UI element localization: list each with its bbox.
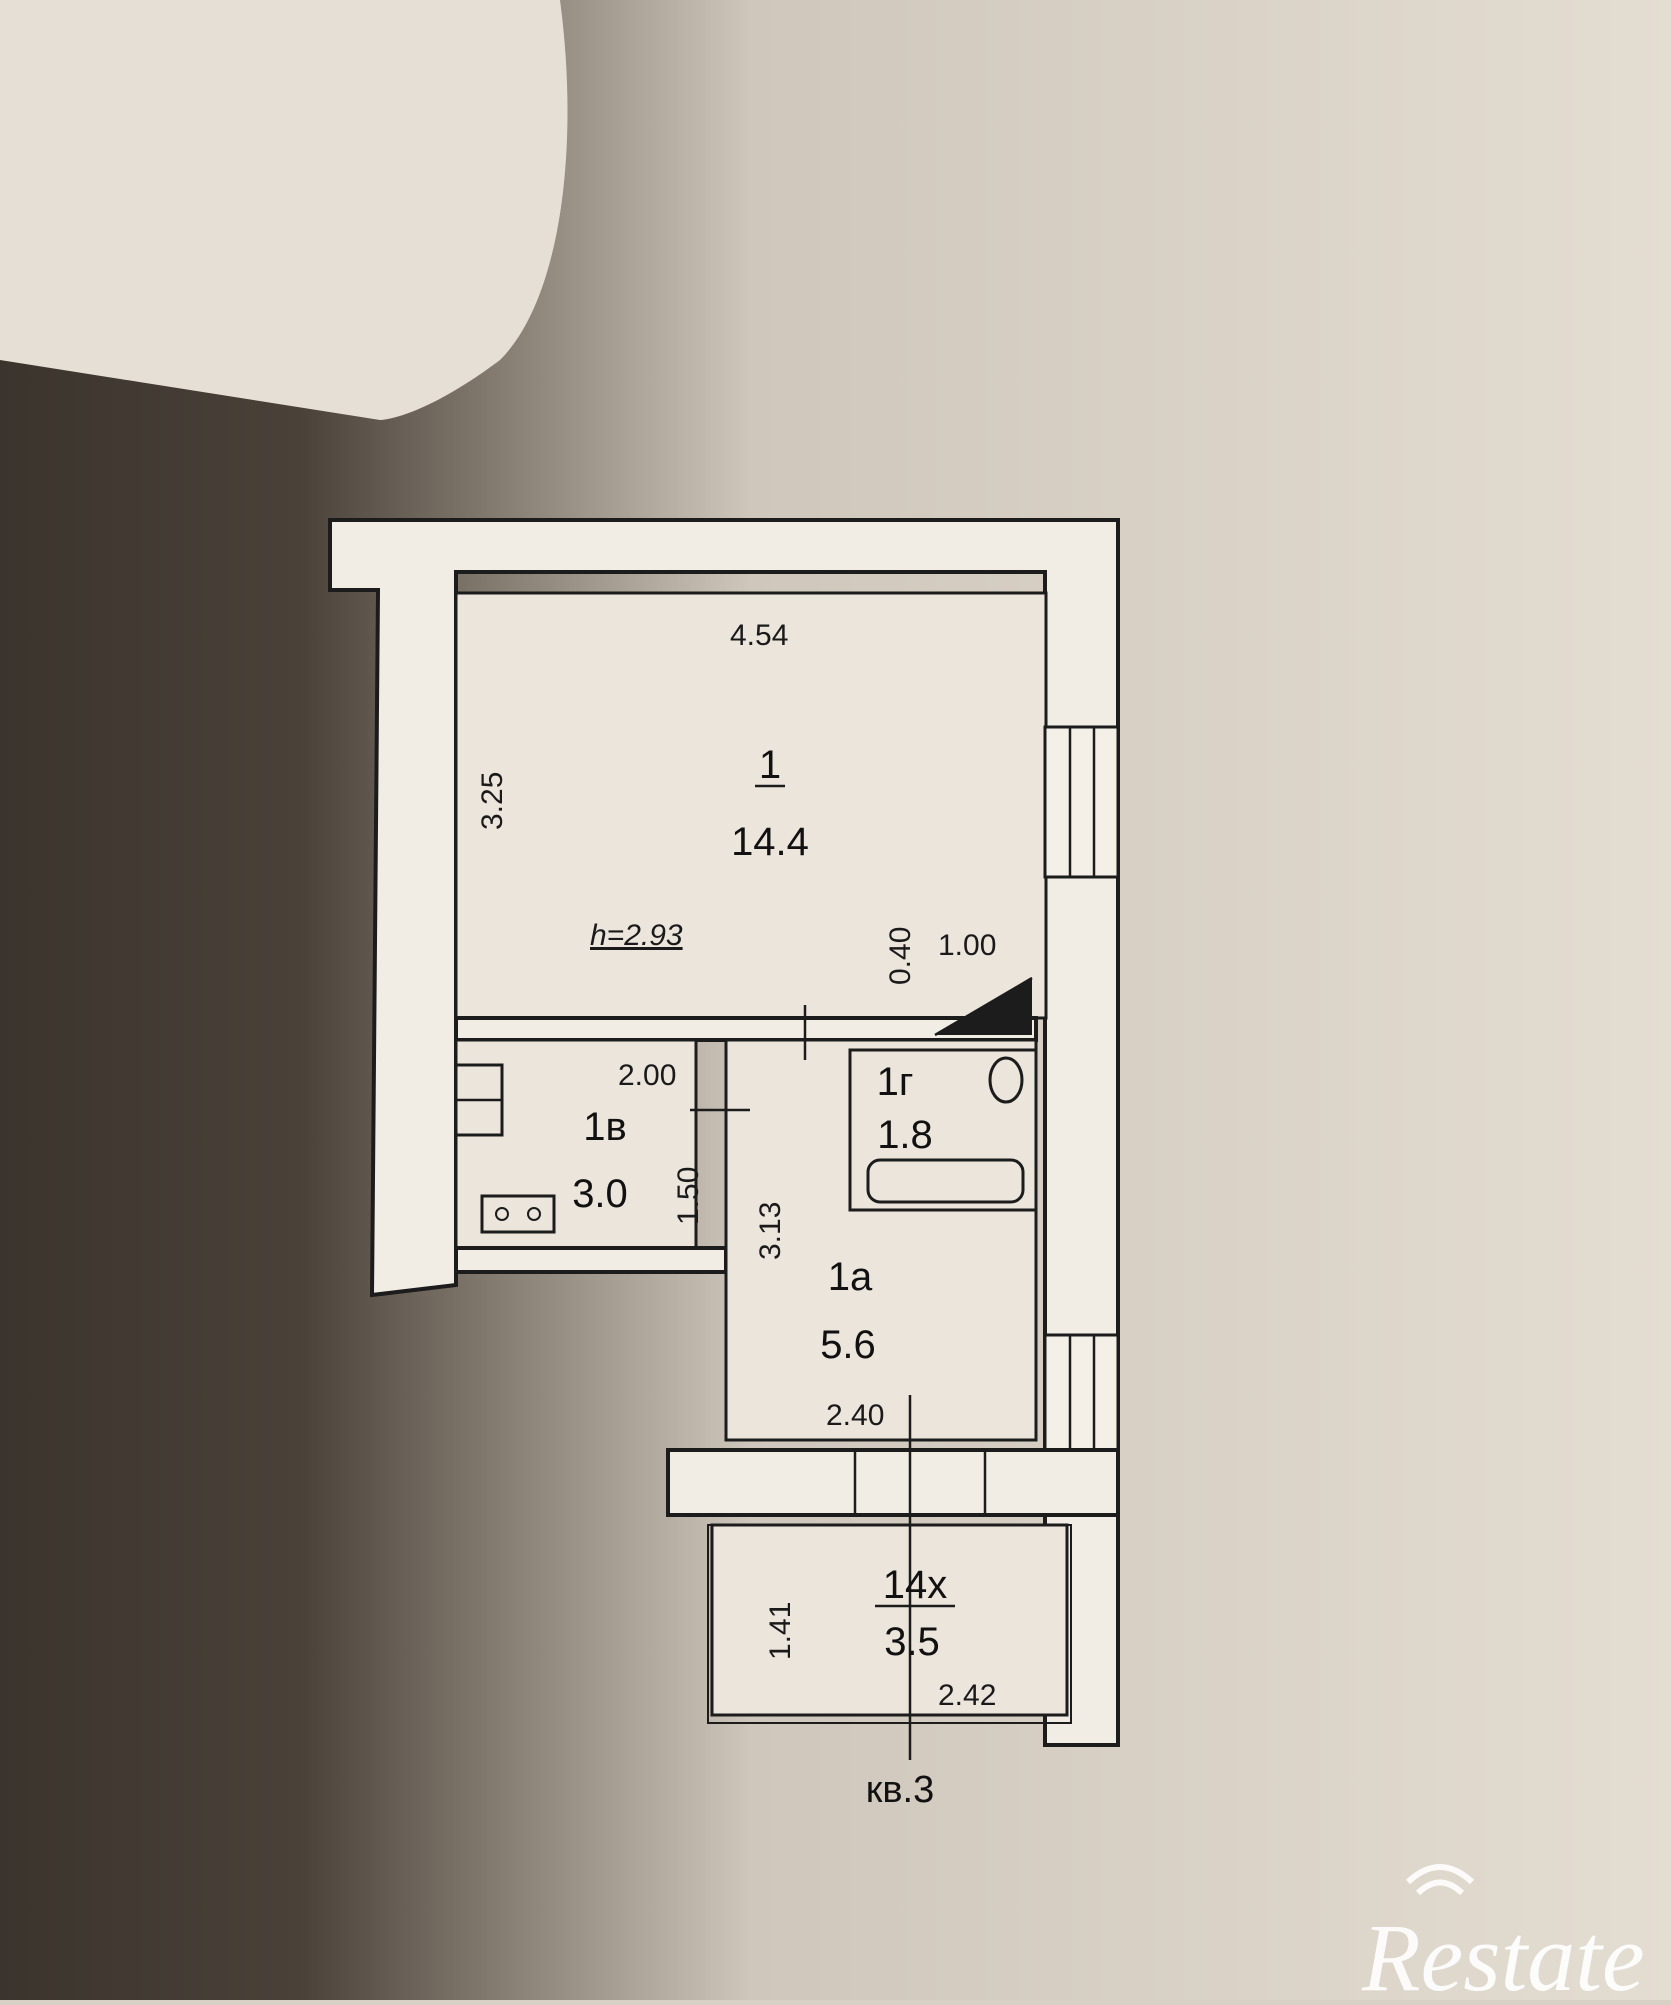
apartment-label: кв.3 bbox=[866, 1769, 935, 1811]
dim-hall-depth: 3.13 bbox=[754, 1202, 787, 1260]
room-1g bbox=[848, 1048, 1038, 1212]
room-1a-area: 5.6 bbox=[820, 1323, 876, 1367]
bathtub-icon bbox=[866, 1158, 1025, 1204]
ceiling-height: h=2.93 bbox=[590, 919, 683, 952]
dim-room1-depth: 3.25 bbox=[476, 772, 509, 830]
dim-niche-depth: 0.40 bbox=[884, 927, 917, 985]
room-1a-number: 1а bbox=[828, 1255, 873, 1299]
room-1-number: 1 bbox=[759, 743, 781, 787]
room-1 bbox=[454, 591, 1048, 1020]
dim-door-width: 1.00 bbox=[938, 929, 996, 962]
dim-balcony-depth: 1.41 bbox=[764, 1602, 797, 1660]
room-1v-number: 1в bbox=[583, 1105, 627, 1149]
dim-balcony-width: 2.42 bbox=[938, 1679, 996, 1712]
room-1g-number: 1г bbox=[877, 1060, 914, 1104]
room-14x-number: 14х bbox=[883, 1563, 948, 1607]
window-top bbox=[1043, 725, 1120, 879]
paper-light-area bbox=[0, 0, 568, 420]
dim-room1-width: 4.54 bbox=[730, 619, 788, 652]
room-14x-area: 3.5 bbox=[884, 1620, 940, 1664]
kitchen-bottom-wall bbox=[454, 1246, 728, 1274]
balcony-wall bbox=[666, 1448, 1120, 1517]
room-1g-area: 1.8 bbox=[877, 1113, 933, 1157]
dim-kitchen-depth: 1.50 bbox=[672, 1167, 705, 1225]
room-1-area: 14.4 bbox=[731, 820, 809, 864]
watermark-logo: Restate bbox=[1361, 1864, 1645, 2005]
watermark-text: Restate bbox=[1361, 1904, 1645, 2000]
sink-icon bbox=[454, 1063, 504, 1137]
window-bottom bbox=[1043, 1333, 1120, 1457]
dim-kitchen-width: 2.00 bbox=[618, 1059, 676, 1092]
room-1v-area: 3.0 bbox=[572, 1172, 628, 1216]
door-arc bbox=[934, 976, 1033, 1037]
dim-hall-width: 2.40 bbox=[826, 1399, 884, 1432]
balcony-railing bbox=[707, 1524, 1072, 1724]
toilet-icon bbox=[988, 1056, 1024, 1104]
stove-icon bbox=[480, 1194, 556, 1234]
